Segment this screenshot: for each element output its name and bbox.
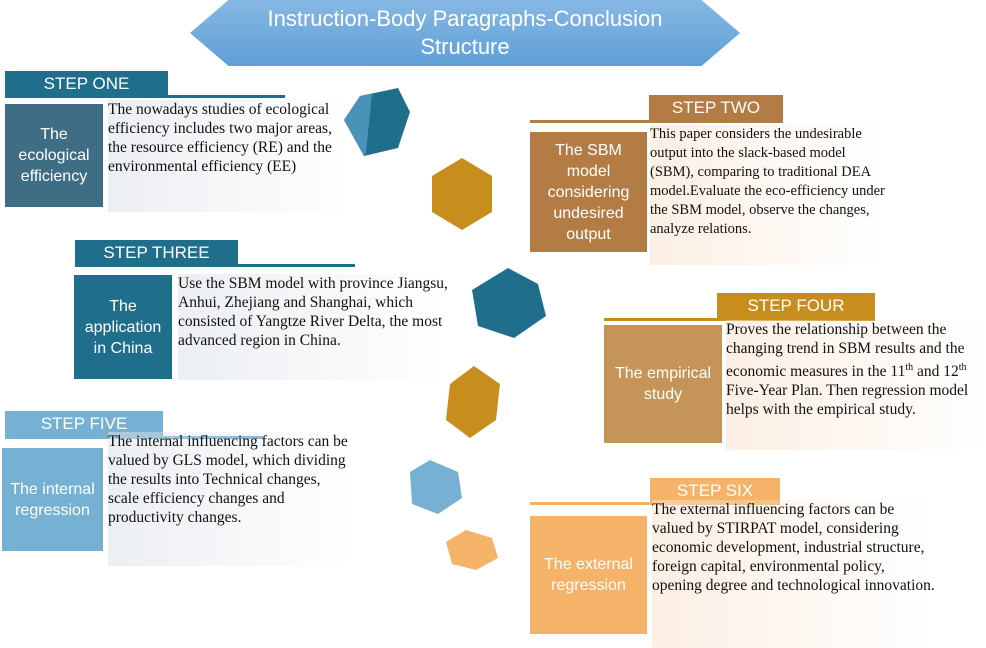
step-one-underline	[5, 95, 285, 98]
step-four-box-text: The empirical study	[614, 365, 712, 403]
step-four-description: Proves the relationship between the chan…	[726, 320, 986, 450]
step-five-description: The internal influencing factors can be …	[108, 432, 354, 566]
hexagon-2	[432, 158, 492, 230]
step-six-label: STEP SIX	[650, 478, 780, 504]
hexagon-3	[472, 268, 546, 338]
hexagon-5	[410, 460, 462, 514]
diagram-title: Instruction-Body Paragraphs-Conclusion S…	[267, 6, 663, 59]
step-one-description: The nowadays studies of ecological effic…	[108, 100, 352, 212]
step-four-label: STEP FOUR	[717, 293, 875, 319]
step-three-label: STEP THREE	[75, 240, 238, 266]
step-three-underline	[75, 264, 355, 267]
step-five-box: The internal regression	[2, 448, 103, 551]
step-two-box: The SBM model considering undesired outp…	[530, 132, 647, 252]
step-three-description: Use the SBM model with province Jiangsu,…	[178, 274, 448, 380]
hexagon-6	[446, 530, 498, 570]
step-four-sup-1: th	[905, 362, 914, 373]
step-four-sup-2: th	[958, 362, 967, 373]
step-four-text-mid: and 12	[913, 363, 959, 381]
title-banner: Instruction-Body Paragraphs-Conclusion S…	[190, 0, 740, 66]
step-one-box: The ecological efficiency	[5, 104, 103, 207]
step-six-box-text: The external regression	[544, 556, 633, 594]
step-four-text-end: Five-Year Plan. Then regression model he…	[726, 382, 969, 419]
step-two-label: STEP TWO	[649, 95, 783, 121]
step-two-box-text: The SBM model considering undesired outp…	[547, 141, 630, 243]
step-six-description: The external influencing factors can be …	[652, 500, 936, 648]
hexagon-4	[446, 366, 500, 438]
step-six-box: The external regression	[530, 516, 647, 634]
step-three-box: The application in China	[74, 275, 172, 379]
step-four-underline	[604, 318, 875, 321]
step-two-underline	[530, 120, 783, 123]
hexagon-1	[344, 88, 410, 156]
step-five-box-text: The internal regression	[10, 480, 95, 519]
step-four-text-start: Proves the relationship between the chan…	[726, 321, 965, 381]
step-two-description: This paper considers the undesirable out…	[650, 125, 886, 265]
step-one-label: STEP ONE	[5, 71, 168, 97]
step-four-box: The empirical study	[604, 325, 722, 443]
step-three-box-text: The application in China	[84, 297, 162, 357]
step-one-box-text: The ecological efficiency	[18, 126, 90, 185]
